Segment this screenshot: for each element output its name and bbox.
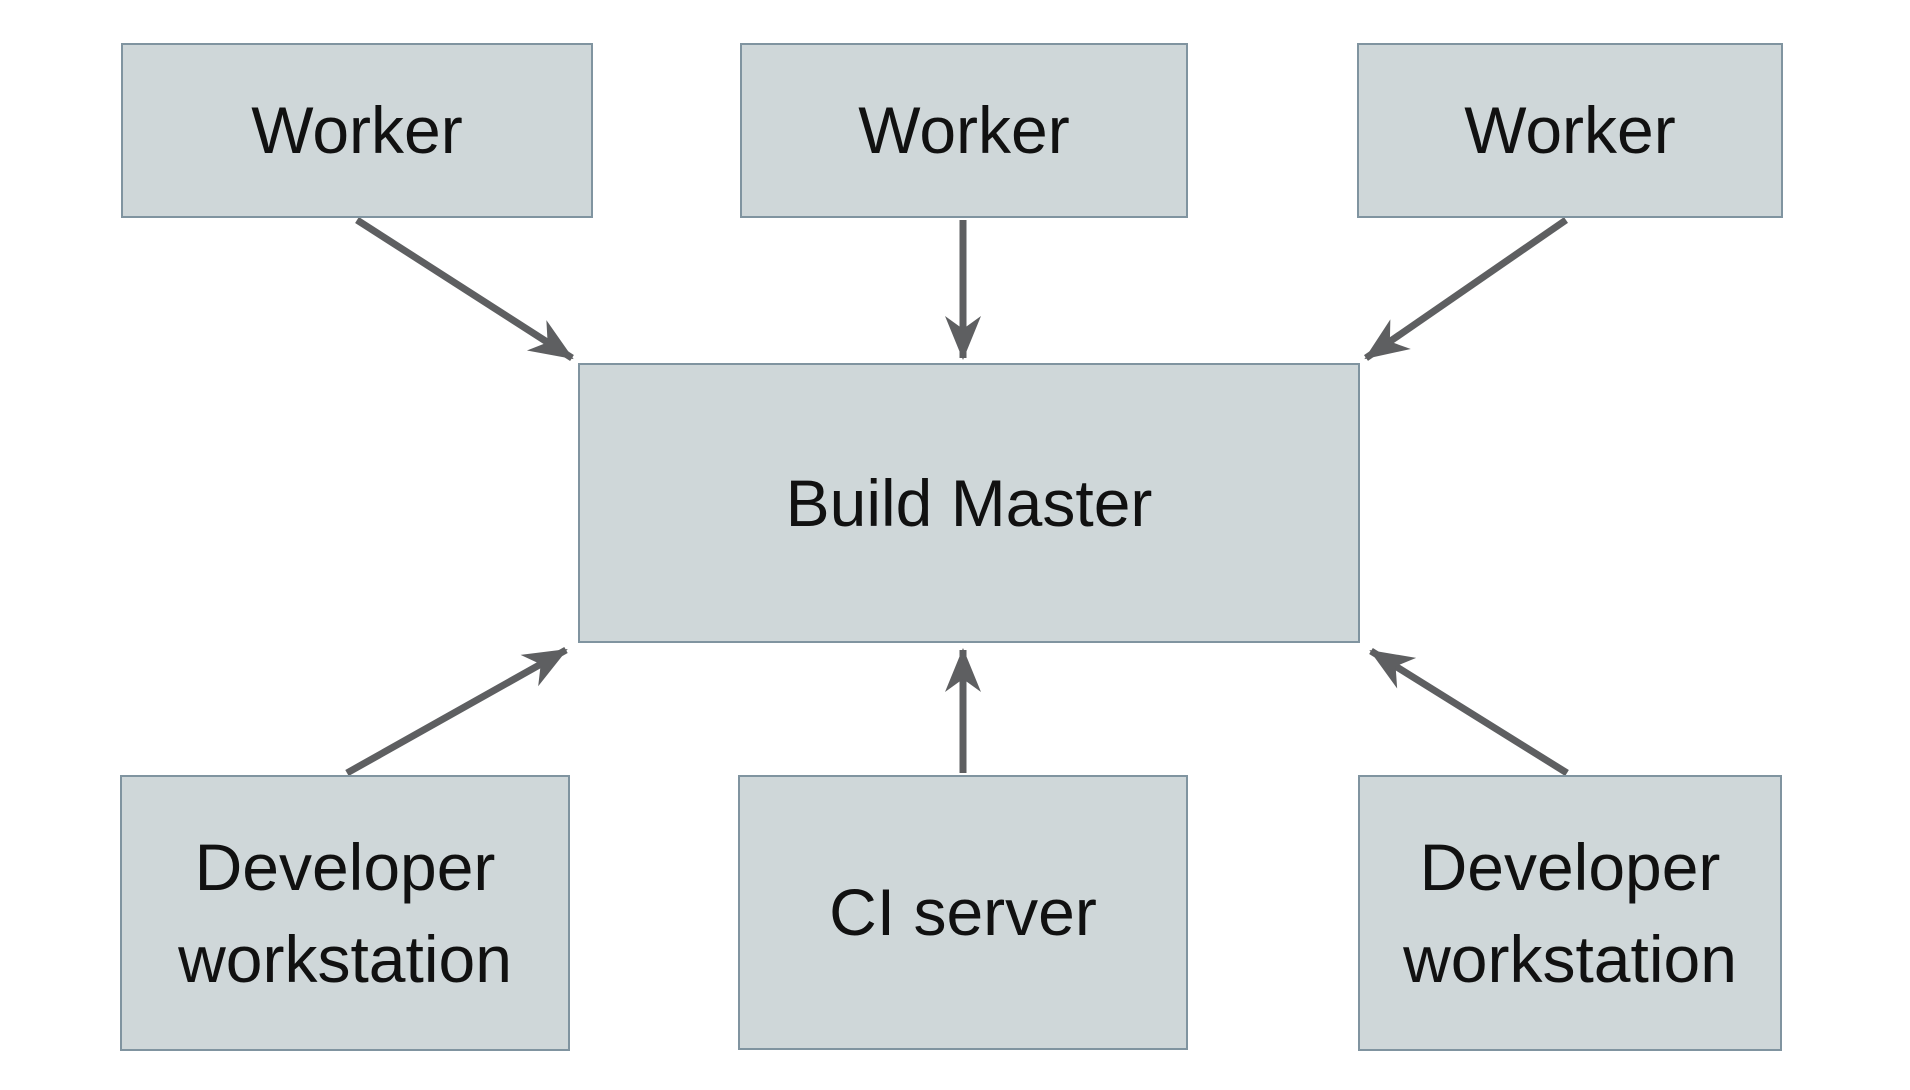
node-developer-workstation-right-label: Developer workstation: [1403, 829, 1737, 996]
node-ci-server: CI server: [738, 775, 1188, 1050]
node-build-master-label: Build Master: [785, 465, 1153, 540]
node-developer-workstation-right: Developer workstation: [1358, 775, 1782, 1051]
node-developer-workstation-left: Developer workstation: [120, 775, 570, 1051]
arrow-developer-workstation-right-to-build-master: [1369, 648, 1569, 776]
node-worker-2-label: Worker: [858, 93, 1070, 168]
node-worker-3: Worker: [1357, 43, 1783, 218]
arrow-developer-workstation-left-to-build-master: [345, 646, 568, 777]
arrow-worker-3-to-build-master: [1364, 217, 1568, 361]
node-build-master: Build Master: [578, 363, 1360, 643]
node-worker-1: Worker: [121, 43, 593, 218]
node-developer-workstation-left-label: Developer workstation: [178, 829, 512, 996]
node-worker-2: Worker: [740, 43, 1188, 218]
node-ci-server-label: CI server: [829, 875, 1097, 950]
node-worker-1-label: Worker: [251, 93, 463, 168]
arrow-worker-1-to-build-master: [355, 217, 574, 361]
node-worker-3-label: Worker: [1464, 93, 1676, 168]
